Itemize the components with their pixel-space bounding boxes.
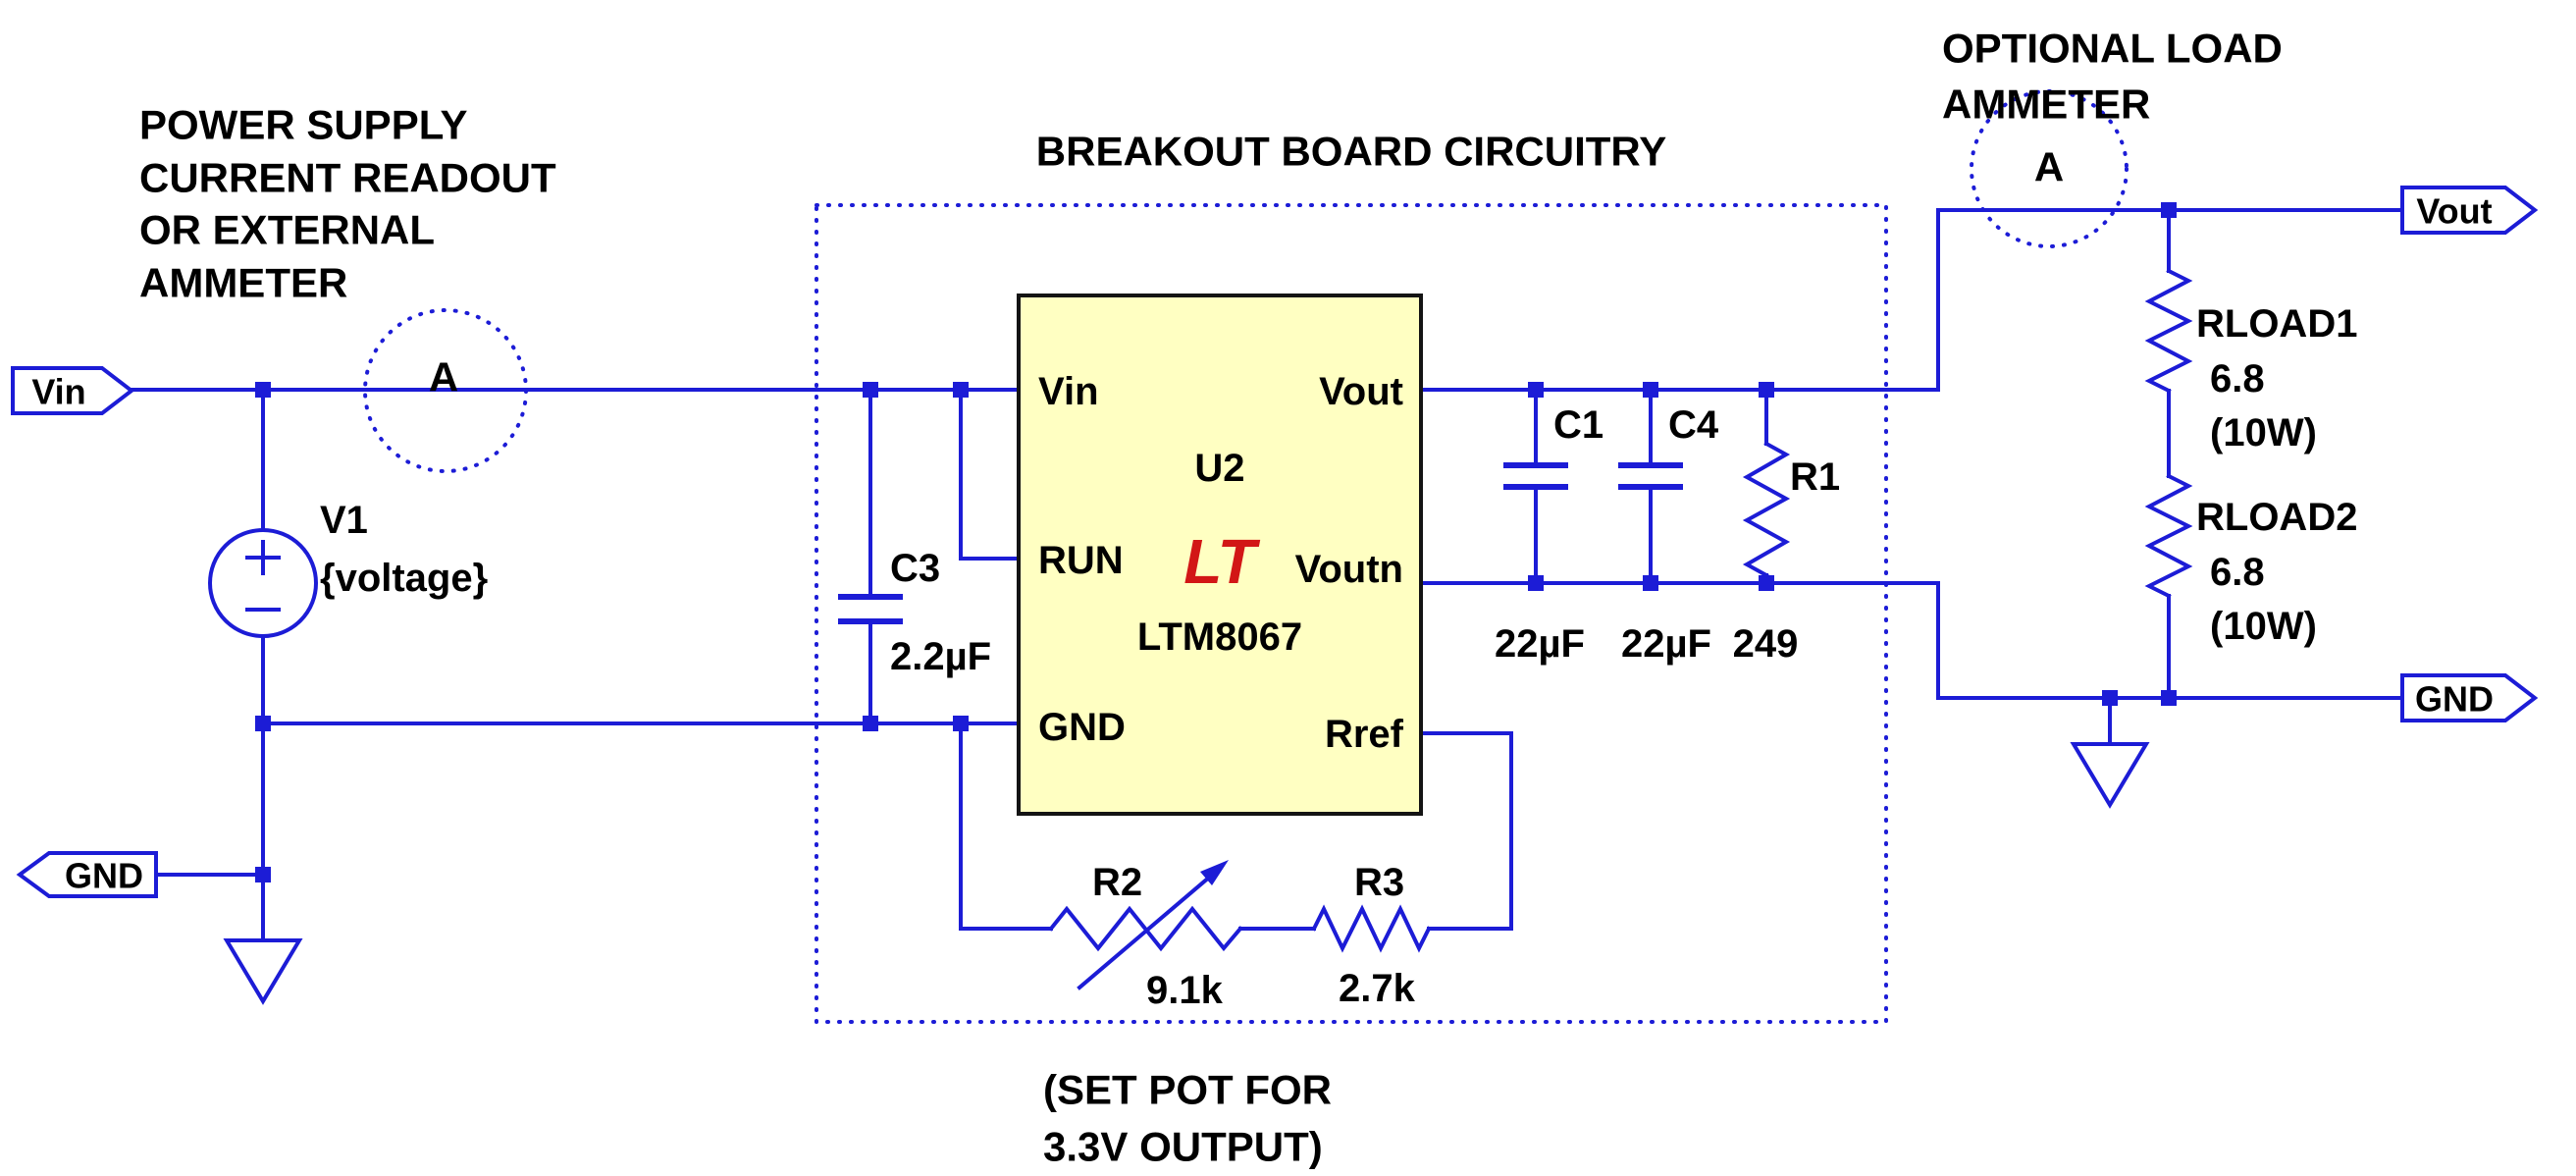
junction: [2161, 690, 2177, 706]
r3-ref-label: R3: [1354, 861, 1404, 904]
v1-voltage-source: V1 {voltage}: [208, 499, 488, 638]
load-ammeter-label: A: [2034, 144, 2064, 190]
input-ammeter: A: [363, 308, 528, 473]
u2-pin-run: RUN: [1038, 539, 1124, 582]
junction: [863, 382, 878, 398]
net-flag-shape: [11, 366, 135, 415]
breakout-title: BREAKOUT BOARD CIRCUITRY: [1036, 129, 1666, 175]
r2-ref-label: R2: [1092, 861, 1142, 904]
junction: [953, 716, 969, 731]
ground-symbol-left: [223, 938, 303, 1005]
rload2-ref-label: RLOAD2: [2196, 496, 2357, 539]
power-note-line: POWER SUPPLY: [139, 102, 468, 148]
vin-net-flag: Vin: [11, 366, 135, 415]
pot-note-line: (SET POT FOR: [1043, 1067, 1332, 1113]
u2-module: Vin RUN GND Vout Voutn Rref U2 LT LTM806…: [1017, 294, 1423, 816]
pot-arrowhead-icon: [1200, 860, 1229, 885]
power-note-line: AMMETER: [139, 260, 347, 306]
vout-net-label: Vout: [2416, 191, 2492, 232]
wire-r2-to-gnd: [959, 722, 1053, 931]
junction: [2161, 202, 2177, 218]
junction: [2102, 690, 2118, 706]
resistor-zigzag: [2144, 268, 2193, 394]
power-note-line: OR EXTERNAL: [139, 207, 435, 253]
c4-value-label: 22µF: [1621, 622, 1711, 666]
load-ammeter: A: [1970, 89, 2129, 248]
c1-value-label: 22µF: [1495, 622, 1585, 666]
c4-ref-label: C4: [1668, 403, 1719, 447]
gnd-net-flag-left: GND: [16, 851, 158, 898]
u2-part-label: LTM8067: [1137, 615, 1302, 659]
r1-ref-label: R1: [1790, 455, 1840, 499]
junction: [1759, 575, 1774, 591]
v1-ref-label: V1: [320, 499, 368, 542]
junctions: [255, 202, 2177, 882]
net-flag-shape: [2400, 673, 2539, 722]
resistor-zigzag: [1311, 904, 1432, 953]
junction: [1643, 575, 1658, 591]
u2-pin-rref: Rref: [1325, 713, 1404, 756]
net-flag-shape: [2400, 186, 2539, 235]
vin-net-label: Vin: [31, 372, 85, 412]
r3-value-label: 2.7k: [1339, 967, 1416, 1010]
rload1-value-label: 6.8: [2210, 357, 2265, 401]
load-note-line: AMMETER: [1942, 81, 2150, 128]
r1-resistor: R1 249: [1733, 441, 1840, 666]
junction: [1528, 382, 1544, 398]
u2-pin-gnd: GND: [1038, 706, 1126, 749]
u2-pin-vin: Vin: [1038, 370, 1099, 413]
input-ammeter-label: A: [429, 354, 458, 401]
r1-value-label: 249: [1733, 622, 1799, 666]
rload1-ref-label: RLOAD1: [2196, 302, 2357, 346]
rload2-power-label: (10W): [2210, 605, 2317, 648]
resistor-zigzag: [1048, 905, 1243, 952]
gnd-net-flag-right: GND: [2400, 673, 2539, 722]
wire-rref: [1419, 731, 1513, 931]
c3-capacitor: C3 2.2µF: [838, 547, 991, 678]
junction: [255, 867, 271, 882]
resistor-zigzag: [2144, 473, 2193, 599]
power-note-line: CURRENT READOUT: [139, 155, 556, 201]
c4-capacitor: C4 22µF: [1618, 403, 1719, 666]
ground-symbol-right: [2070, 742, 2150, 809]
rload1-resistor: RLOAD1 6.8 (10W): [2144, 268, 2357, 454]
input-ammeter-circle: [363, 308, 528, 473]
v1-value-label: {voltage}: [320, 557, 488, 600]
junction: [863, 716, 878, 731]
r2-value-label: 9.1k: [1146, 969, 1224, 1012]
r3-resistor: R3 2.7k: [1311, 861, 1432, 1010]
junction: [255, 382, 271, 398]
c3-ref-label: C3: [890, 547, 940, 590]
c1-capacitor: C1 22µF: [1495, 403, 1603, 666]
junction: [1759, 382, 1774, 398]
load-note-line: OPTIONAL LOAD: [1942, 26, 2283, 72]
junction: [1643, 382, 1658, 398]
rload2-value-label: 6.8: [2210, 551, 2265, 594]
c1-ref-label: C1: [1553, 403, 1603, 447]
gnd-net-label: GND: [2415, 679, 2494, 720]
u2-module-box: [1017, 294, 1423, 816]
resistor-zigzag: [1742, 441, 1791, 578]
net-flag-shape: [16, 851, 158, 898]
v1-circle: [208, 528, 318, 638]
load-ammeter-circle: [1970, 89, 2129, 248]
gnd-net-label: GND: [65, 856, 143, 896]
junction: [1528, 575, 1544, 591]
pot-wiper-arrow: [1077, 874, 1213, 990]
annotations: POWER SUPPLY CURRENT READOUT OR EXTERNAL…: [139, 26, 2283, 1170]
lt-logo-icon: LT: [1183, 526, 1260, 597]
u2-pin-voutn: Voutn: [1295, 548, 1403, 591]
r2-potentiometer: R2 9.1k: [1048, 860, 1243, 1012]
junction: [255, 716, 271, 731]
rload1-power-label: (10W): [2210, 411, 2317, 454]
rload2-resistor: RLOAD2 6.8 (10W): [2144, 473, 2357, 648]
pot-note-line: 3.3V OUTPUT): [1043, 1124, 1323, 1170]
junction: [953, 382, 969, 398]
u2-pin-vout: Vout: [1319, 370, 1403, 413]
c3-value-label: 2.2µF: [890, 635, 991, 678]
vout-net-flag: Vout: [2400, 186, 2539, 235]
u2-ref-label: U2: [1194, 447, 1244, 490]
